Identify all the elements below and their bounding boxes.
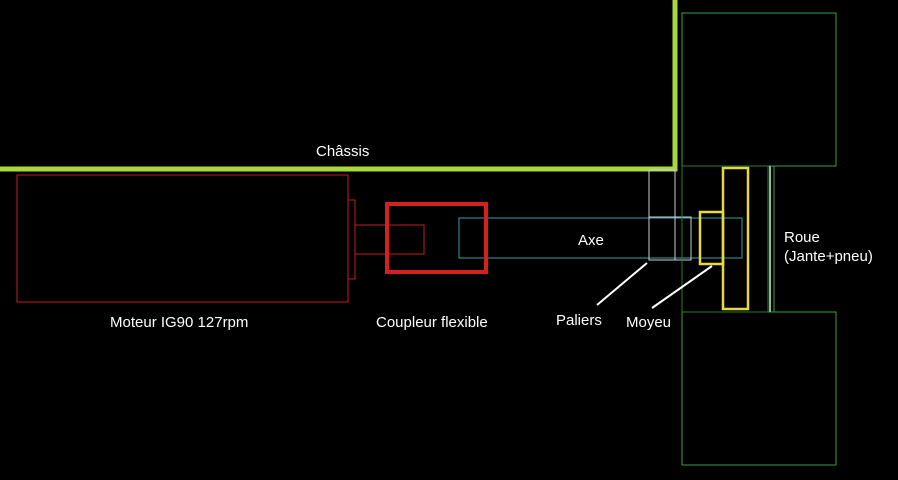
- motor-body: [16, 174, 349, 303]
- motor: [16, 174, 425, 303]
- wheel-label: Roue: [784, 229, 820, 246]
- bearing-block-outer: [648, 169, 676, 261]
- bearings-label: Paliers: [556, 312, 602, 329]
- motor-flange: [347, 199, 356, 280]
- chassis-outline: [0, 0, 678, 172]
- wheel-lower-tyre: [681, 311, 837, 466]
- motor-label: Moteur IG90 127rpm: [110, 314, 248, 331]
- motor-shaft: [354, 224, 425, 255]
- bearings: [648, 169, 692, 261]
- coupler-label: Coupleur flexible: [376, 314, 488, 331]
- wheel: [681, 12, 837, 466]
- hub-leader-line: [651, 265, 713, 309]
- hub-label: Moyeu: [626, 314, 671, 331]
- hub-flange: [721, 166, 750, 311]
- hub: [698, 166, 750, 311]
- chassis-label: Châssis: [316, 143, 369, 160]
- wheel-upper-tyre: [681, 12, 837, 167]
- flexible-coupler: [385, 202, 488, 274]
- hub-collar: [698, 210, 725, 266]
- bearings-leader-line: [596, 262, 648, 306]
- chassis: [0, 0, 678, 172]
- wheel-label-detail: (Jante+pneu): [784, 248, 873, 265]
- bearing-block-inner: [648, 216, 692, 261]
- wheel-rim-band: [681, 165, 769, 313]
- axle: [458, 217, 743, 259]
- axle-label: Axe: [578, 232, 604, 249]
